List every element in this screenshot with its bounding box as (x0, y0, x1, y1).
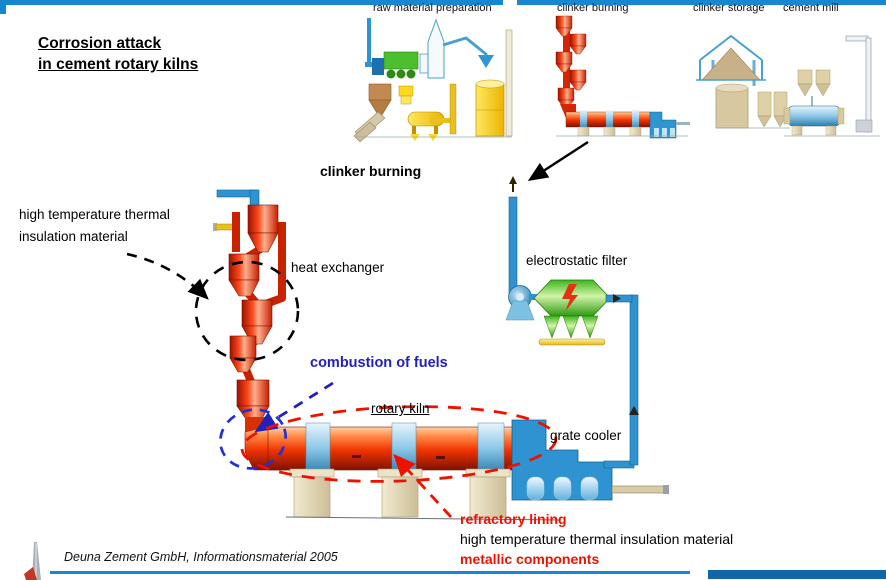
insulation-pointer-arrow-icon (126, 252, 209, 300)
lightning-bolt-icon (562, 284, 578, 312)
top-border-bar-right (517, 0, 886, 5)
rotary-kiln-label: rotary kiln (371, 401, 430, 416)
pipe-flow-arrow-icon (629, 406, 639, 415)
left-edge-accent (0, 0, 6, 14)
heat-exchanger-label: heat exchanger (291, 260, 385, 275)
callout-refractory-lining: refractory lining (460, 511, 567, 527)
footer-accent-bar (708, 570, 886, 579)
combustion-arrow-icon (254, 381, 334, 433)
stack-arrow-icon (509, 176, 517, 184)
callout-metallic-components: metallic components (460, 551, 600, 567)
title-line-1: Corrosion attack (38, 35, 162, 52)
combustion-label: combustion of fuels (310, 355, 448, 371)
refractory-arrow-icon (393, 453, 453, 518)
overview-label-clinker-burning: clinker burning (557, 2, 629, 14)
electrostatic-filter-label: electrostatic filter (526, 253, 628, 268)
deuna-logo (24, 542, 41, 580)
overview-label-cement-mill: cement mill (783, 2, 839, 14)
insulation-dashed-circle-annotation (194, 260, 300, 362)
top-border-bar-left (0, 0, 503, 5)
attribution-text: Deuna Zement GmbH, Informationsmaterial … (64, 550, 338, 564)
overview-label-raw-material: raw material preparation (373, 2, 492, 14)
slide-title: Corrosion attack in cement rotary kilns (38, 33, 198, 75)
combustion-dashed-ellipse-annotation (219, 408, 287, 470)
grate-cooler-illustration (511, 294, 669, 501)
title-line-2: in cement rotary kilns (38, 56, 199, 73)
grate-cooler-label: grate cooler (550, 428, 622, 443)
overview-label-clinker-storage: clinker storage (693, 2, 765, 14)
kiln-dashed-ellipse-annotation (240, 405, 558, 483)
pipe-flow-arrow-icon (613, 294, 621, 303)
footer-rule-line (50, 571, 690, 574)
kiln-pedestals (289, 468, 511, 518)
enlarge-arrow-icon (527, 140, 589, 182)
main-heading: clinker burning (320, 163, 422, 179)
insulation-label: high temperature thermal insulation mate… (19, 207, 170, 244)
electrostatic-filter-illustration (505, 176, 633, 346)
callout-insulation-material: high temperature thermal insulation mate… (460, 531, 734, 547)
overview-diagram (353, 15, 880, 143)
